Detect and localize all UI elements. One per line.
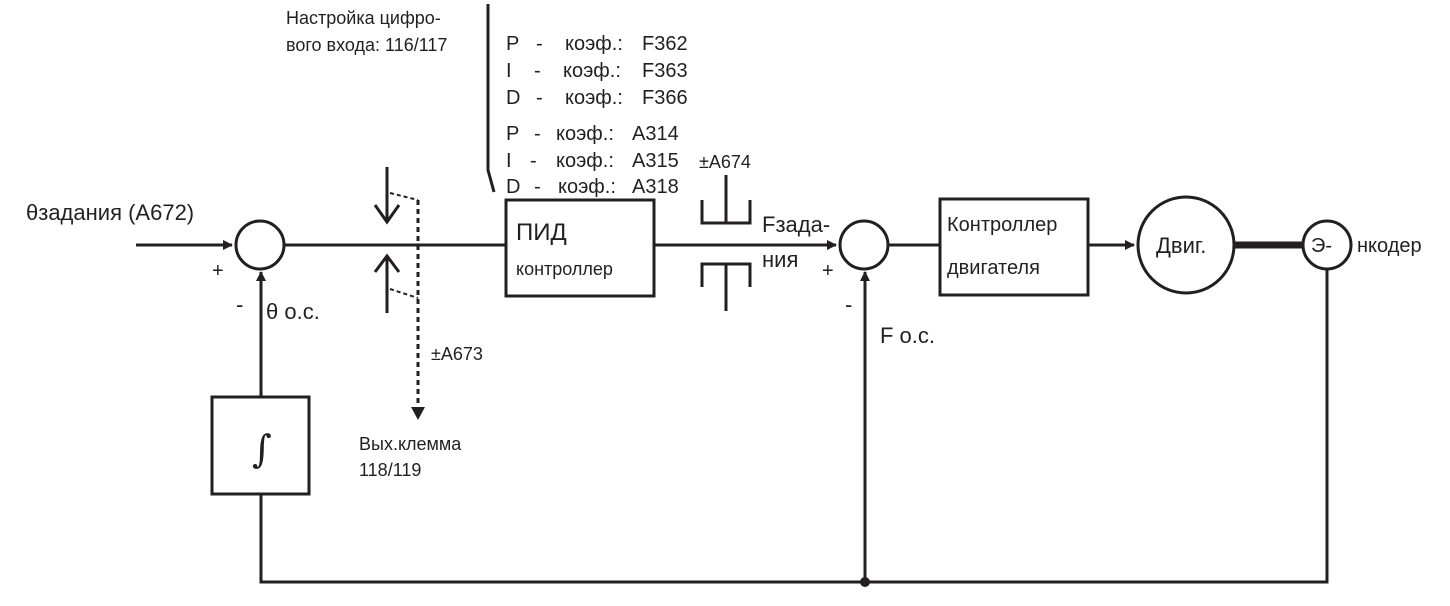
limit-output-arrowhead-icon	[411, 407, 425, 420]
motor-controller-block	[938, 197, 1090, 297]
summing-junction-2	[838, 219, 890, 271]
output-terminal-line1: Вых.клемма	[359, 434, 462, 454]
digital-input-note-line2: вого входа: 116/117	[286, 35, 447, 55]
encoder-label-part1: Э-	[1311, 235, 1332, 257]
integrator-symbol-icon: ∫	[252, 427, 272, 471]
encoder-label-part2: нкодер	[1357, 235, 1422, 257]
pid-params-set1: P - коэф.: F362 I - коэф.: F363 D - коэф…	[506, 33, 688, 109]
limit-a674-label: ±A674	[699, 152, 751, 172]
param-term: D	[506, 87, 520, 109]
limit-a674-lower-icon	[700, 262, 752, 311]
motor-controller-line2: двигателя	[947, 257, 1040, 279]
param-dash: -	[536, 87, 543, 109]
param-label: коэф.:	[565, 33, 623, 55]
param-term: P	[506, 33, 519, 55]
param-term: I	[506, 150, 512, 172]
sum1-plus-sign: +	[212, 260, 224, 282]
sum2-plus-sign: +	[822, 260, 834, 282]
motor-label: Двиг.	[1156, 233, 1206, 258]
param-dash: -	[534, 176, 541, 198]
pid-params-set2: P - коэф.: A314 I - коэф.: A315 D - коэф…	[506, 123, 679, 198]
param-label: коэф.:	[556, 123, 614, 145]
f-setpoint-label-line1: Fзада-	[762, 212, 830, 237]
limit-a673-label: ±A673	[431, 344, 483, 364]
param-code-a314: A314	[632, 123, 679, 145]
param-dash: -	[534, 60, 541, 82]
param-code-f363: F363	[642, 60, 688, 82]
integrator-block	[210, 395, 311, 496]
output-terminal-line2: 118/119	[359, 460, 421, 480]
param-label: коэф.:	[563, 60, 621, 82]
param-dash: -	[530, 150, 537, 172]
param-code-f362: F362	[642, 33, 688, 55]
pid-block-title: ПИД	[516, 219, 567, 246]
feedback-loop-line	[259, 269, 1329, 584]
limit-lower-dash-link	[389, 288, 419, 299]
limit-a674-upper-icon	[700, 175, 752, 225]
feedback-f-label: F о.с.	[880, 323, 935, 348]
param-dash: -	[534, 123, 541, 145]
param-term: D	[506, 176, 520, 198]
param-term: P	[506, 123, 519, 145]
param-dash: -	[536, 33, 543, 55]
input-setpoint-label: θзадания (A672)	[26, 200, 194, 225]
sum2-minus-sign: -	[845, 292, 852, 317]
bracket-line	[486, 4, 496, 193]
param-label: коэф.:	[565, 87, 623, 109]
sum1-minus-sign: -	[236, 292, 243, 317]
feedback-theta-label: θ о.с.	[266, 299, 320, 324]
param-label: коэф.:	[558, 176, 616, 198]
digital-input-note-line1: Настройка цифро-	[286, 8, 441, 28]
feedback-junction-dot	[860, 577, 870, 587]
param-code-a315: A315	[632, 150, 679, 172]
limit-lower-arrow-icon	[373, 253, 401, 273]
param-term: I	[506, 60, 512, 82]
param-code-f366: F366	[642, 87, 688, 109]
summing-junction-1	[234, 219, 286, 271]
limit-upper-dash-link	[389, 192, 419, 201]
param-code-a318: A318	[632, 176, 679, 198]
pid-block-subtitle: контроллер	[516, 259, 613, 279]
pid-controller-block	[504, 198, 656, 298]
limit-upper-arrow-icon	[373, 204, 401, 225]
param-label: коэф.:	[556, 150, 614, 172]
f-setpoint-label-line2: ния	[762, 247, 798, 272]
motor-controller-line1: Контроллер	[947, 214, 1057, 236]
